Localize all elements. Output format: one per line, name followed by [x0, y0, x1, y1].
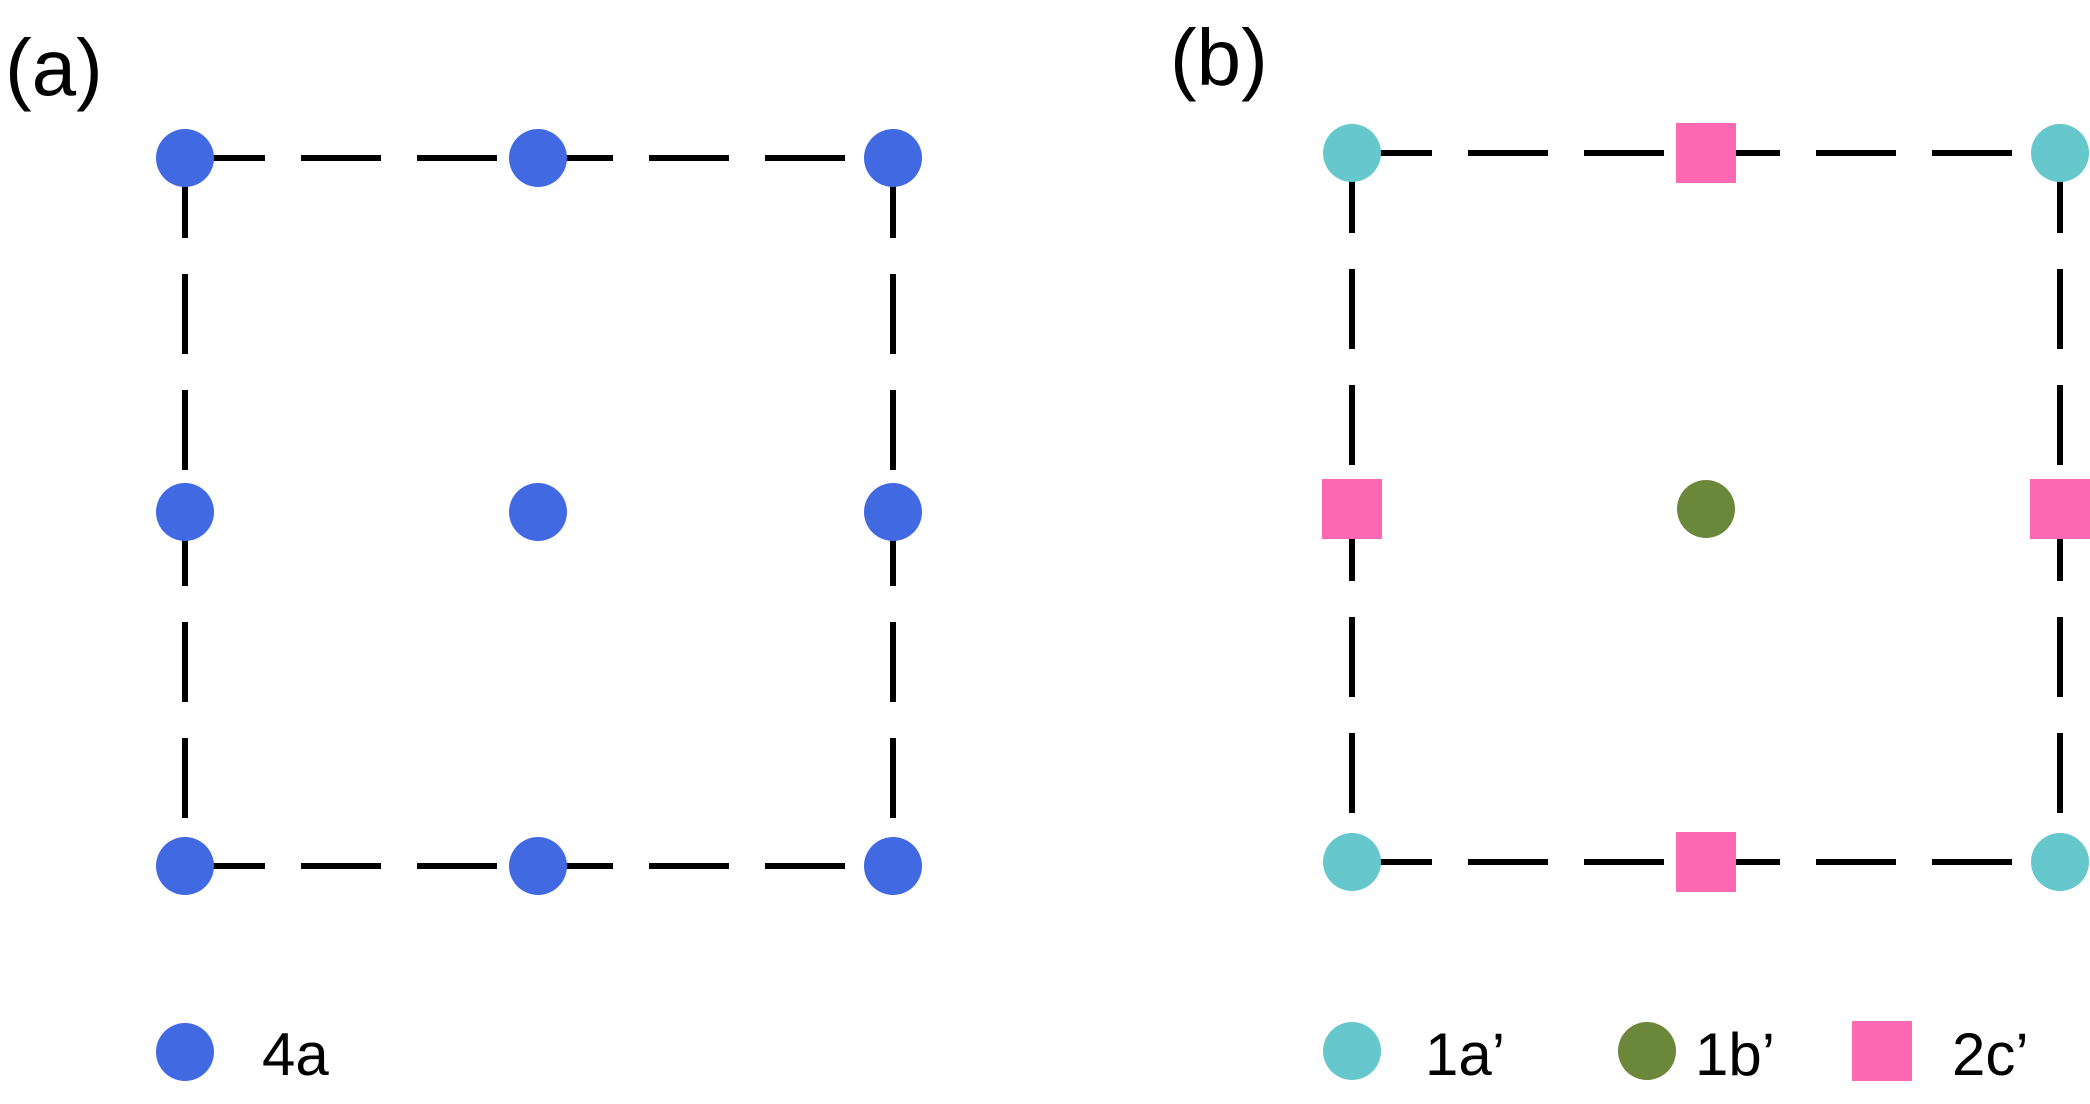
- legend-1a-marker: [1323, 1022, 1381, 1080]
- panel-b-legend: 1a’ 1b’ 2c’: [1323, 1021, 2029, 1088]
- site-1a-marker: [1323, 124, 1381, 182]
- site-1a-marker: [1323, 833, 1381, 891]
- panel-b-label: (b): [1170, 13, 1268, 102]
- site-4a-marker: [156, 837, 214, 895]
- legend-1a-label: 1a’: [1425, 1021, 1505, 1088]
- panel-a-legend: 4a: [156, 1021, 329, 1088]
- panel-b: (b) 1a’ 1b’ 2c’: [1170, 13, 2090, 1088]
- site-4a-marker: [509, 129, 567, 187]
- legend-1b-label: 1b’: [1695, 1021, 1775, 1088]
- site-4a-marker: [156, 483, 214, 541]
- panel-b-sites: [1322, 123, 2090, 892]
- site-2c-marker: [1676, 123, 1736, 183]
- site-2c-marker: [2030, 479, 2090, 539]
- legend-4a-marker: [156, 1023, 214, 1081]
- site-4a-marker: [156, 129, 214, 187]
- site-1b-marker: [1677, 480, 1735, 538]
- panel-a: (a) 4a: [5, 23, 922, 1088]
- site-4a-marker: [864, 129, 922, 187]
- site-2c-marker: [1322, 479, 1382, 539]
- site-4a-marker: [864, 483, 922, 541]
- site-2c-marker: [1676, 832, 1736, 892]
- legend-4a-label: 4a: [262, 1021, 329, 1088]
- legend-2c-marker: [1852, 1021, 1912, 1081]
- panel-a-sites: [156, 129, 922, 895]
- site-4a-marker: [509, 837, 567, 895]
- legend-1b-marker: [1618, 1022, 1676, 1080]
- site-1a-marker: [2031, 833, 2089, 891]
- panel-a-label: (a): [5, 23, 103, 112]
- legend-2c-label: 2c’: [1952, 1021, 2029, 1088]
- site-4a-marker: [509, 483, 567, 541]
- site-1a-marker: [2031, 124, 2089, 182]
- site-4a-marker: [864, 837, 922, 895]
